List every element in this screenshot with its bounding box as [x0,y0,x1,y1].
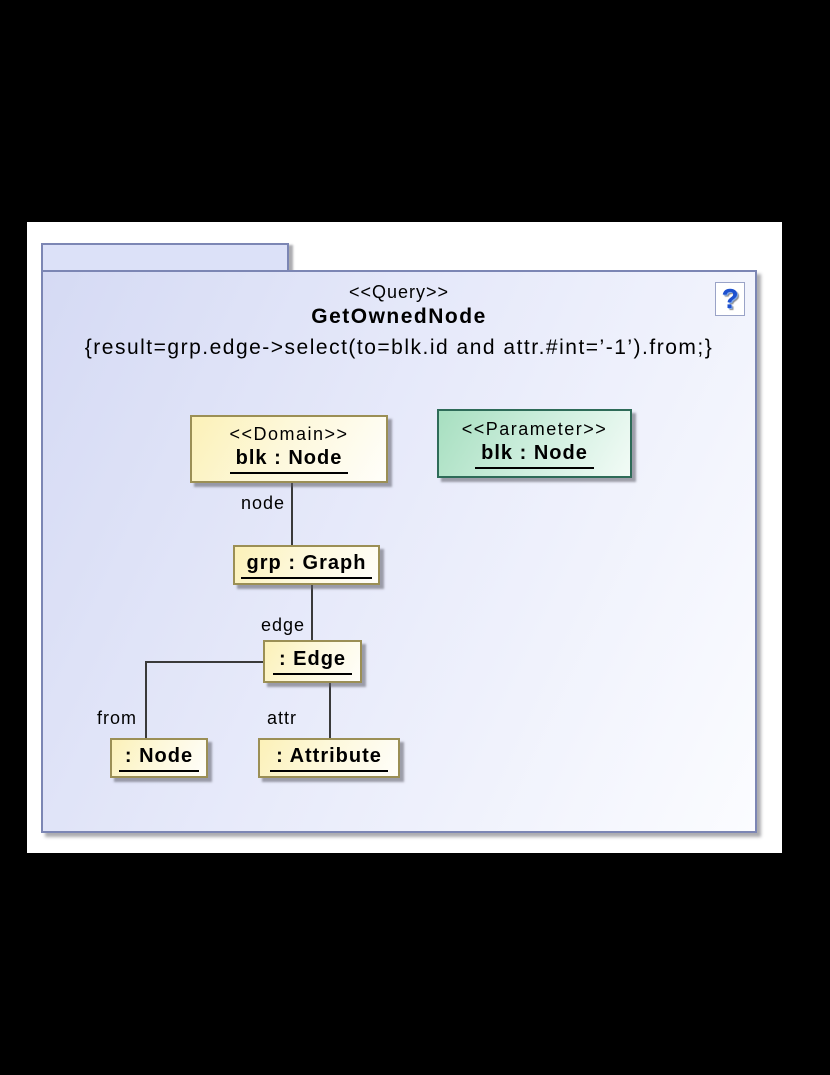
question-mark-glyph: ? [721,283,739,314]
query-stereotype: <<Query>> [348,282,450,302]
edge-label-attr: attr [266,708,297,728]
connector-edge-node-horizontal[interactable] [145,661,263,663]
graph-object-label: grp : Graph [240,552,373,579]
edge-label-from: from [97,708,137,728]
query-folder-tab[interactable] [41,243,289,270]
query-title: GetOwnedNode [311,305,487,328]
object-box-attribute[interactable]: : Attribute [258,738,400,778]
object-box-parameter-blk-node[interactable]: <<Parameter>> blk : Node [437,409,632,478]
document-page: <<Query>> GetOwnedNode {result=grp.edge-… [27,222,782,853]
query-expression: {result=grp.edge->select(to=blk.id and a… [84,336,714,359]
attribute-object-label: : Attribute [270,745,388,772]
query-frame: <<Query>> GetOwnedNode {result=grp.edge-… [41,270,757,833]
edge-object-label: : Edge [272,648,353,675]
object-box-edge[interactable]: : Edge [263,640,362,683]
object-box-node[interactable]: : Node [110,738,208,778]
edge-label-edge: edge [260,615,305,635]
domain-object-label: blk : Node [229,447,349,474]
help-icon[interactable]: ? [715,282,745,316]
connector-graph-edge[interactable] [311,585,313,640]
connector-domain-graph[interactable] [291,483,293,545]
parameter-stereotype: <<Parameter>> [461,418,608,439]
object-box-grp-graph[interactable]: grp : Graph [233,545,380,585]
object-box-domain-blk-node[interactable]: <<Domain>> blk : Node [190,415,388,483]
domain-stereotype: <<Domain>> [229,424,349,444]
edge-label-node: node [240,493,285,513]
parameter-object-label: blk : Node [475,442,594,469]
connector-edge-attribute[interactable] [329,683,331,738]
connector-edge-node-vertical[interactable] [145,661,147,738]
node-object-label: : Node [118,745,200,772]
